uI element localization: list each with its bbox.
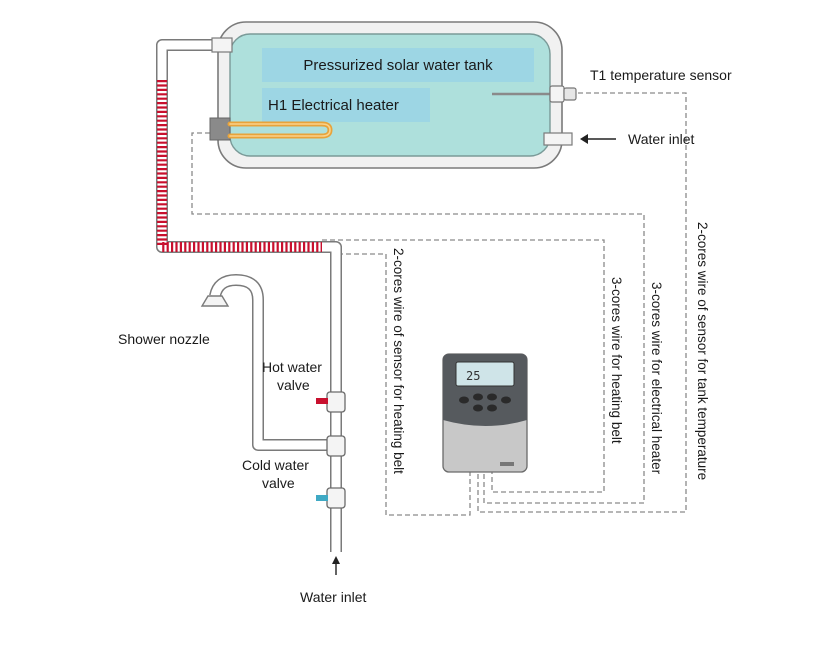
heater-element-core	[229, 123, 331, 137]
cold-valve-label-line1: Cold water	[242, 457, 309, 473]
shower-pipe-inner	[210, 275, 336, 450]
sensor-label: T1 temperature sensor	[590, 67, 732, 83]
cold-valve-handle	[316, 495, 328, 501]
wire-label-tank-temp-sensor: 2-cores wire of sensor for tank temperat…	[695, 222, 710, 480]
hot-water-pipe	[156, 37, 342, 552]
controller-button-6	[487, 404, 497, 412]
wire-electrical-heater	[191, 132, 645, 504]
shower-tee-fitting	[326, 435, 346, 457]
tank-inlet-label: Water inlet	[628, 131, 695, 147]
controller-button-1	[459, 396, 469, 404]
heater-terminal-box	[209, 117, 231, 141]
controller-badge	[500, 462, 514, 466]
heater-label-band	[262, 88, 430, 122]
hot-valve-handle	[316, 398, 328, 404]
cold-valve-label-line2: valve	[262, 475, 295, 491]
cold-valve-body	[326, 487, 346, 509]
wire-label-heating-belt-sensor: 2-cores wire of sensor for heating belt	[391, 248, 406, 474]
tank-outlet-fitting	[211, 37, 233, 53]
controller-button-2	[473, 393, 483, 401]
solar-tank: Pressurized solar water tank H1 Electric…	[209, 21, 577, 169]
controller-button-4	[501, 396, 511, 404]
solar-controller: 25	[442, 353, 528, 473]
controller-buttons	[459, 393, 511, 412]
wire-heating-belt-power	[322, 239, 605, 493]
heating-belt	[157, 80, 322, 252]
heater-label: H1 Electrical heater	[268, 97, 399, 114]
shower-nozzle-icon	[200, 295, 230, 307]
bottom-inlet-arrowhead	[332, 556, 340, 564]
hot-valve-label-line1: Hot water	[262, 359, 322, 375]
controller-display-value: 25	[466, 369, 480, 383]
wire-heating-belt-sensor	[330, 253, 471, 516]
valves	[316, 391, 346, 509]
temperature-sensor-fitting	[549, 85, 565, 103]
hot-valve-label-line2: valve	[277, 377, 310, 393]
wire-label-electrical-heater: 3-cores wire for electrical heater	[649, 282, 664, 475]
flow-arrows	[332, 134, 616, 575]
temperature-sensor-cap	[563, 87, 577, 101]
shower-branch	[200, 274, 336, 451]
wire-label-heating-belt-power: 3-cores wire for heating belt	[609, 277, 624, 444]
controller-display	[455, 361, 515, 387]
bottom-inlet-label: Water inlet	[300, 589, 367, 605]
controller-button-5	[473, 404, 483, 412]
shower-nozzle-label: Shower nozzle	[118, 331, 210, 347]
tank-title-band	[262, 48, 534, 82]
hot-valve-body	[326, 391, 346, 413]
wiring	[191, 92, 687, 516]
tank-inlet-fitting	[543, 132, 573, 146]
tank-title: Pressurized solar water tank	[303, 57, 493, 74]
tank-inlet-arrowhead	[580, 134, 588, 144]
wire-tank-temp-sensor	[477, 92, 687, 513]
hot-pipe-inner	[157, 40, 341, 552]
controller-button-3	[487, 393, 497, 401]
